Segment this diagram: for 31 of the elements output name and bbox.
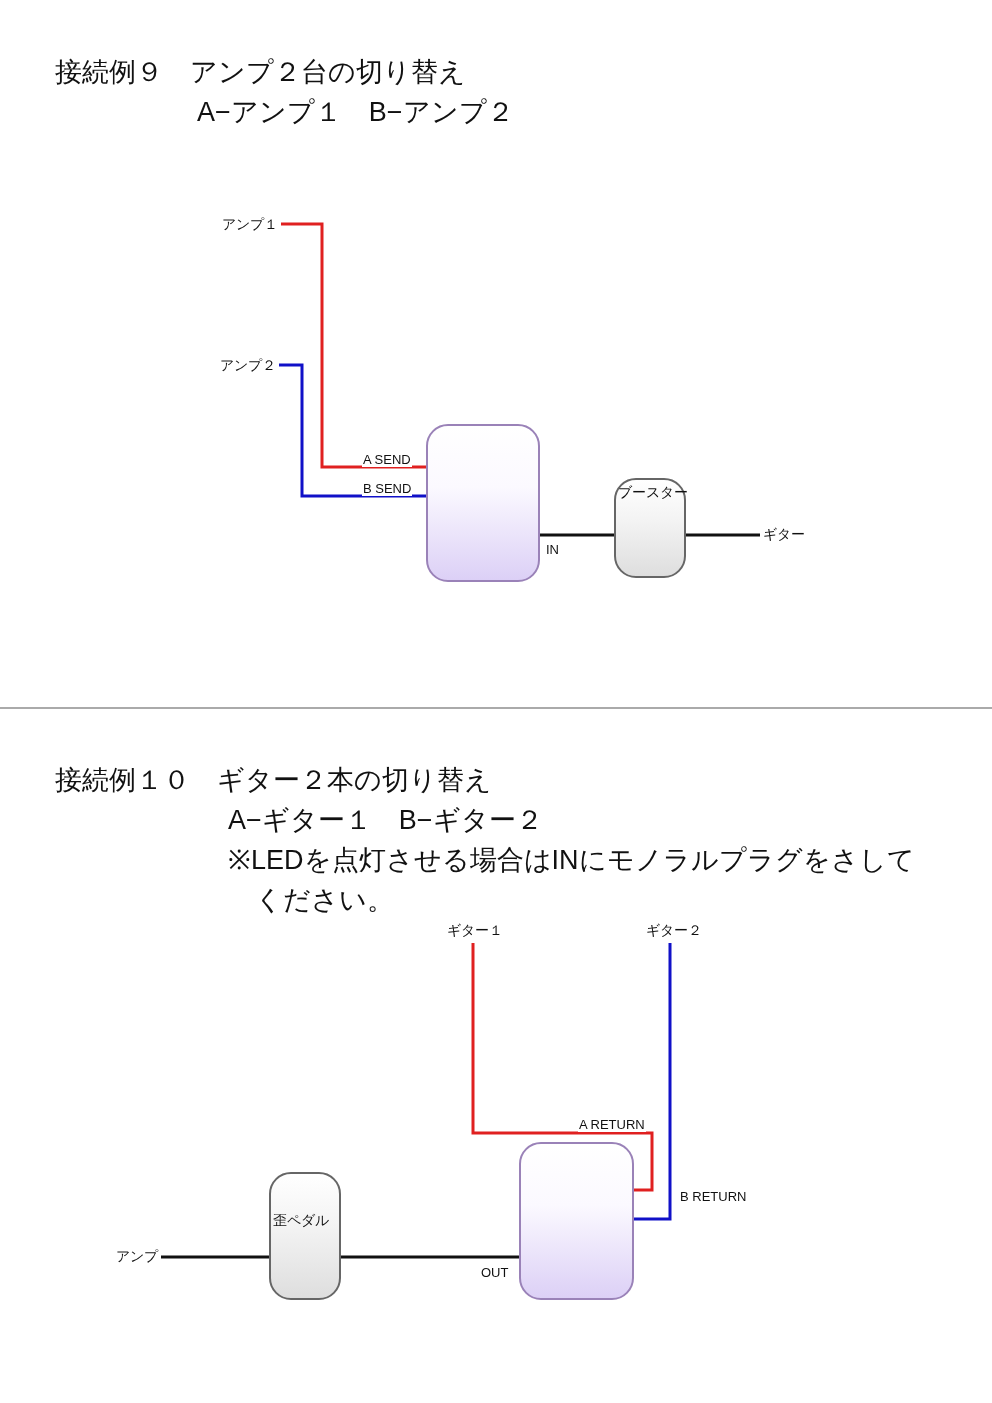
cable-line	[634, 943, 672, 1221]
cable-line	[161, 1255, 269, 1259]
cable-line	[686, 533, 760, 537]
edge-label: OUT	[480, 1265, 510, 1280]
heading-text: A−ギター１ B−ギター２	[228, 804, 543, 837]
cable-line	[540, 533, 614, 537]
cable-line	[471, 943, 654, 1192]
heading-text: 接続例１０ ギター２本の切り替え	[55, 764, 492, 797]
terminal-label: ギター２	[646, 922, 702, 940]
pedal-box	[269, 1172, 341, 1300]
switcher-box	[519, 1142, 634, 1300]
pedal-label: 歪ペダル	[273, 1212, 329, 1230]
terminal-label: ギター１	[447, 922, 503, 940]
heading-text: A−アンプ１ B−アンプ２	[197, 96, 514, 129]
pedal-box	[614, 478, 686, 578]
terminal-label: ギター	[763, 526, 805, 544]
pedal-label: ブースター	[618, 484, 688, 502]
terminal-label: アンプ１	[222, 216, 278, 234]
edge-label: IN	[545, 542, 560, 557]
edge-label: A SEND	[362, 452, 412, 467]
cable-line	[279, 363, 426, 498]
terminal-label: アンプ２	[220, 357, 276, 375]
switcher-box	[426, 424, 540, 582]
edge-label: A RETURN	[578, 1117, 646, 1132]
terminal-label: アンプ	[116, 1248, 158, 1266]
edge-label: B RETURN	[679, 1189, 748, 1204]
cable-line	[341, 1255, 519, 1259]
heading-text: 接続例９ アンプ２台の切り替え	[55, 56, 466, 89]
edge-label: B SEND	[362, 481, 413, 496]
note-text: ※LEDを点灯させる場合はINにモノラルプラグをさしてください。	[228, 844, 916, 917]
cable-line	[281, 222, 426, 469]
